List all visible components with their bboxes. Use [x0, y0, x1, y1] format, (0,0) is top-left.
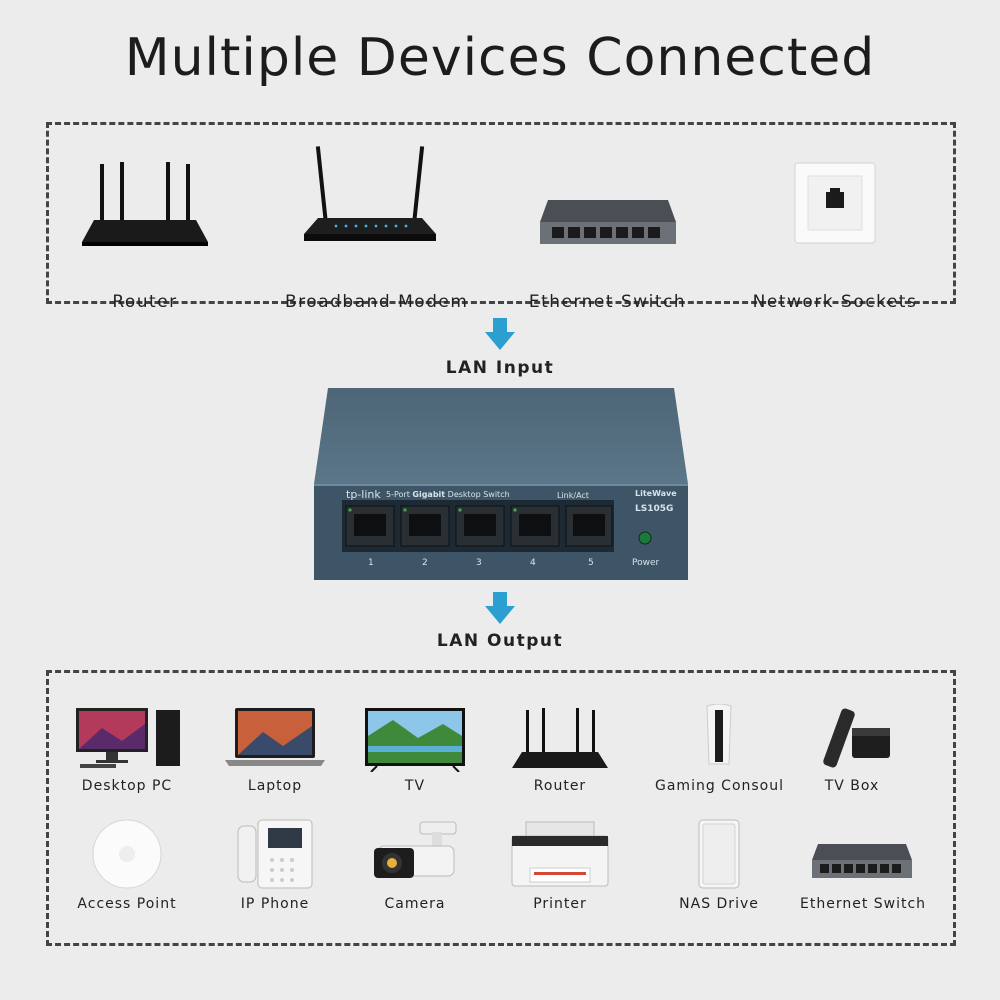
page-title: Multiple Devices Connected — [124, 28, 876, 88]
output-device-label: Camera — [384, 896, 446, 912]
router-icon — [512, 708, 608, 768]
port-number-1: 1 — [368, 558, 374, 568]
tp-link-switch: tp-link 5-Port Gigabit Desktop Switch Li… — [314, 388, 688, 580]
input-device-label: Broadband Modem — [285, 292, 469, 312]
output-device-label: Ethernet Switch — [800, 896, 927, 912]
desktop-pc-icon — [76, 708, 180, 768]
lan-output-label: LAN Output — [436, 631, 564, 651]
input-device-modem: Broadband Modem — [285, 146, 469, 320]
port-number-5: 5 — [588, 558, 594, 568]
camera-icon — [374, 821, 457, 878]
network-socket-icon — [794, 162, 876, 244]
output-device-laptop: Laptop — [220, 700, 330, 800]
switch-body — [314, 388, 688, 580]
power-label: Power — [632, 558, 660, 568]
output-device-nas-drive: NAS Drive — [665, 816, 773, 916]
series-label: LiteWave — [635, 489, 677, 498]
tv-box-icon — [823, 708, 890, 768]
gaming-console-icon — [706, 704, 732, 765]
printer-icon — [511, 821, 609, 887]
output-device-tv-box: TV Box — [800, 700, 904, 800]
ip-phone-icon — [237, 819, 313, 889]
switch-desc-gigabit: Gigabit — [412, 490, 446, 499]
output-device-label: Desktop PC — [81, 778, 173, 794]
output-device-label: Access Point — [77, 896, 177, 912]
input-device-label: Network Sockets — [752, 292, 918, 312]
output-device-access-point: Access Point — [67, 816, 187, 916]
input-devices-box — [46, 122, 956, 304]
output-device-router: Router — [505, 700, 615, 800]
access-point-icon — [92, 819, 162, 889]
output-device-label: TV Box — [824, 778, 880, 794]
output-device-label: Router — [533, 778, 587, 794]
nas-drive-icon — [698, 819, 740, 889]
input-device-label: Router — [112, 292, 178, 312]
modem-icon — [304, 146, 436, 241]
laptop-icon — [225, 708, 325, 766]
link-act-label: Link/Act — [557, 491, 589, 500]
output-device-printer: Printer — [505, 816, 615, 916]
output-device-desktop-pc: Desktop PC — [67, 700, 187, 800]
output-device-tv: TV — [360, 700, 470, 800]
router-icon — [82, 162, 208, 246]
port-number-3: 3 — [476, 558, 482, 568]
tv-icon — [365, 708, 465, 772]
switch-description: 5-Port Gigabit Desktop Switch — [386, 490, 510, 499]
switch-desc-ports: 5-Port — [386, 490, 410, 499]
output-devices-box — [46, 670, 956, 946]
arrow-down-icon — [485, 592, 515, 624]
output-device-ip-phone: IP Phone — [220, 816, 330, 916]
lan-input-label: LAN Input — [445, 358, 555, 378]
output-device-label: Gaming Consoul — [655, 778, 785, 794]
model-label: LS105G — [635, 504, 674, 514]
output-device-label: NAS Drive — [679, 896, 759, 912]
output-device-label: Laptop — [247, 778, 303, 794]
port-number-4: 4 — [530, 558, 536, 568]
ethernet-switch-icon — [539, 200, 676, 244]
port-number-2: 2 — [422, 558, 428, 568]
arrow-down-icon — [485, 318, 515, 350]
output-device-label: IP Phone — [240, 896, 310, 912]
output-device-gaming-console: Gaming Consoul — [655, 700, 783, 800]
switch-brand: tp-link — [346, 488, 381, 501]
output-device-camera: Camera — [360, 816, 470, 916]
output-device-label: TV — [404, 778, 426, 794]
output-device-label: Printer — [533, 896, 587, 912]
output-device-ethernet-switch: Ethernet Switch — [800, 816, 927, 916]
input-device-router: Router — [75, 150, 215, 320]
ethernet-switch-icon — [812, 844, 912, 878]
switch-desc-type: Desktop Switch — [447, 490, 510, 499]
input-device-label: Ethernet Switch — [528, 292, 687, 312]
input-device-network-sockets: Network Sockets — [750, 150, 920, 320]
input-device-ethernet-switch: Ethernet Switch — [525, 150, 690, 320]
